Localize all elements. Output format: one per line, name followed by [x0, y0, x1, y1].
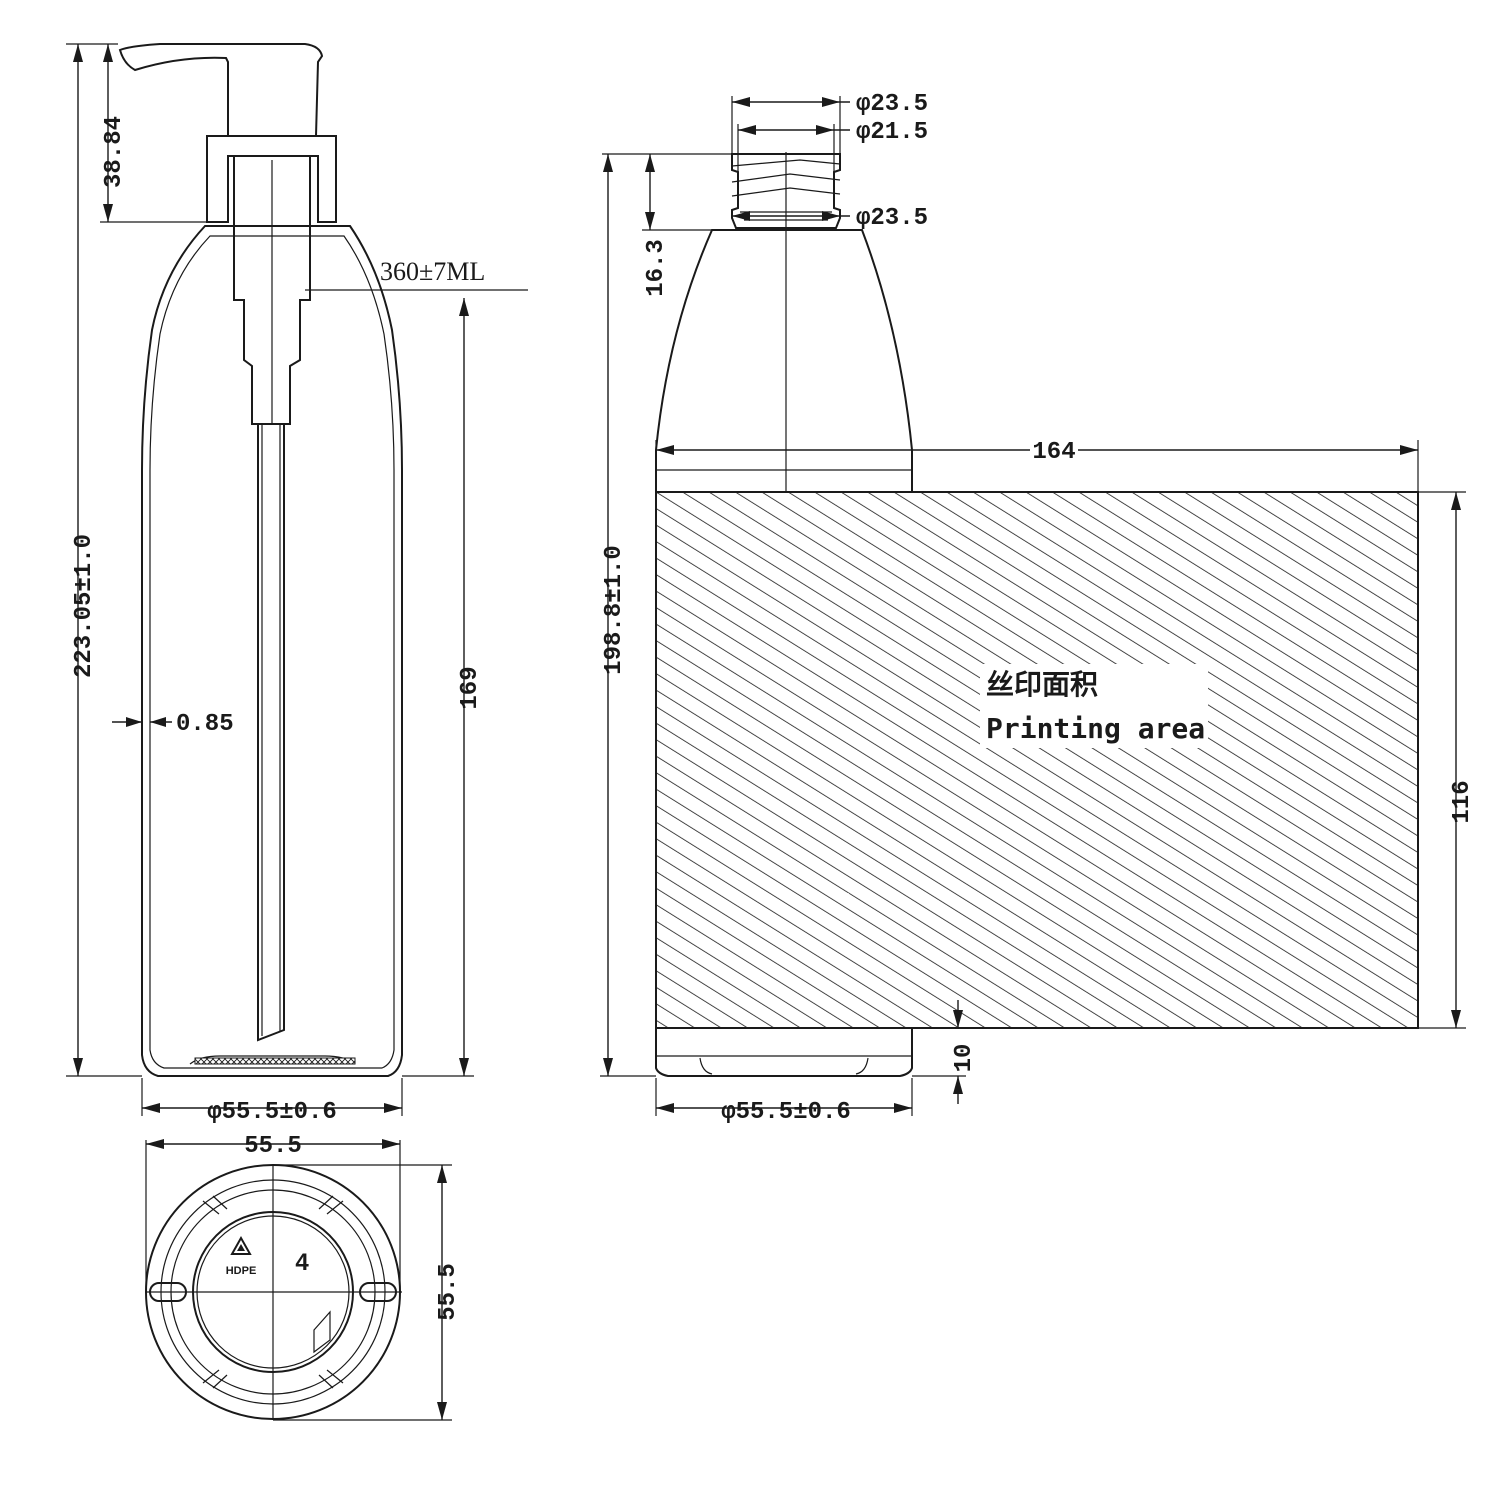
neck-height-label: 16.3: [643, 239, 670, 297]
pump-height-label: 38.84: [101, 116, 128, 188]
printing-area-label-en: Printing area: [986, 712, 1205, 745]
top-depth-label: 55.5: [435, 1263, 462, 1321]
pump-collar: [206, 135, 337, 223]
wall-thickness-label: 0.85: [176, 711, 234, 738]
bottle-height-label: 198.8±1.0: [601, 545, 628, 675]
printing-area-label-cn: 丝印面积: [986, 668, 1098, 701]
recycle-icon: [230, 1235, 252, 1255]
gate-mark: [313, 1310, 331, 1354]
recycle-number: 4: [295, 1249, 309, 1276]
printing-area: [655, 491, 1419, 1029]
base-diameter-side-label: φ55.5±0.6: [721, 1099, 851, 1126]
inner-height-label: 169: [457, 666, 484, 709]
print-height-label: 116: [1449, 780, 1476, 823]
bottom-offset-label: 10: [951, 1044, 978, 1073]
neck-inner-label: φ21.5: [856, 119, 928, 146]
dip-tube: [257, 424, 285, 1042]
capacity-label: 360±7ML: [380, 257, 485, 286]
neck-outer-bottom-label: φ23.5: [856, 205, 928, 232]
bottom-view: HDPE 4 55.5 55.5: [145, 1133, 462, 1421]
print-width-label: 164: [1032, 439, 1075, 466]
side-bottle-outline: [655, 229, 913, 1077]
side-view: 丝印面积 Printing area φ23.5 φ21.5 φ23.5 16.…: [600, 91, 1476, 1126]
base-diameter-front-label: φ55.5±0.6: [207, 1099, 337, 1126]
material-code: HDPE: [226, 1265, 257, 1277]
neck-outer-top-label: φ23.5: [856, 91, 928, 118]
front-bottle-outline: [141, 225, 403, 1077]
front-view: 360±7ML 223.05±1.0 38.84 169 0.85 φ55.5±: [66, 43, 528, 1126]
total-height-label: 223.05±1.0: [71, 534, 98, 678]
neck-finish: [731, 153, 841, 229]
front-bottle-inner-wall: [149, 235, 395, 1069]
pump-body: [233, 155, 311, 425]
pump-actuator: [118, 43, 324, 137]
top-width-label: 55.5: [244, 1133, 302, 1160]
